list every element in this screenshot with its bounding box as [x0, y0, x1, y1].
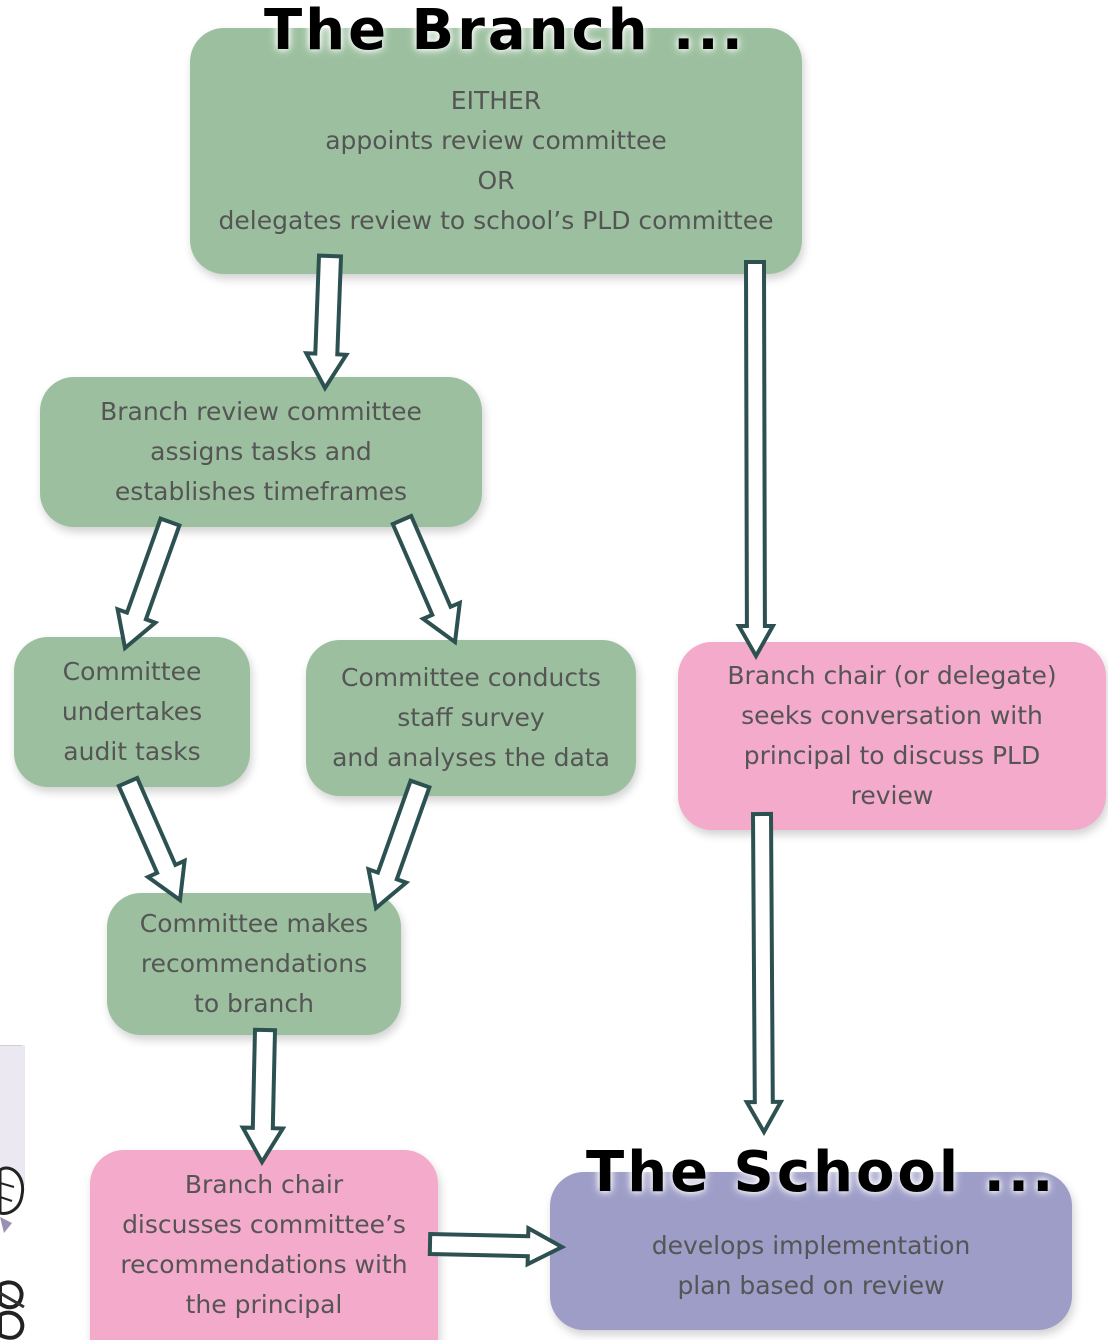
committee-line-2: assigns tasks and [150, 437, 372, 466]
audit-line-2: undertakes [61, 697, 203, 726]
arrow-branch-to-committee [302, 253, 350, 392]
chair-seeks-box: Branch chair (or delegate) seeks convers… [678, 642, 1106, 830]
chair-seeks-line-3: principal to discuss PLD [743, 741, 1041, 770]
branch-line-4: delegates review to school’s PLD committ… [218, 206, 774, 235]
chair-discuss-line-2: discusses committee’s [122, 1210, 406, 1239]
clipart-fragment [0, 1045, 25, 1340]
branch-heading: The Branch ... [264, 0, 746, 63]
branch-line-1: EITHER [450, 86, 542, 115]
school-plan-box: develops implementation plan based on re… [550, 1172, 1072, 1330]
school-heading: The School ... [586, 1140, 1057, 1205]
audit-line-1: Committee [62, 657, 202, 686]
branch-decision-box: EITHER appoints review committee OR dele… [190, 28, 802, 274]
chair-seeks-line-2: seeks conversation with [741, 701, 1043, 730]
committee-line-3: establishes timeframes [114, 477, 408, 506]
chair-discuss-line-1: Branch chair [184, 1170, 344, 1199]
recommend-line-1: Committee makes [139, 909, 369, 938]
branch-line-2: appoints review committee [325, 126, 667, 155]
arrow-survey-to-recommend [365, 778, 432, 912]
recommendations-box: Committee makes recommendations to branc… [107, 893, 401, 1035]
audit-tasks-box: Committee undertakes audit tasks [14, 637, 250, 787]
survey-line-3: and analyses the data [332, 743, 610, 772]
chair-discusses-box: Branch chair discusses committee’s recom… [90, 1150, 438, 1340]
committee-line-1: Branch review committee [100, 397, 422, 426]
recommend-line-3: to branch [194, 989, 314, 1018]
recommend-line-2: recommendations [140, 949, 368, 978]
audit-line-3: audit tasks [63, 737, 201, 766]
staff-survey-box: Committee conducts staff survey and anal… [306, 640, 636, 796]
arrow-committee-to-audit [114, 516, 182, 652]
arrow-chair-seeks-to-school [743, 811, 785, 1137]
school-line-2: plan based on review [677, 1271, 945, 1300]
arrow-chair-to-school [427, 1224, 567, 1268]
chair-seeks-line-1: Branch chair (or delegate) [727, 661, 1057, 690]
school-line-1: develops implementation [651, 1231, 971, 1260]
arrow-audit-to-recommend [116, 775, 187, 904]
review-committee-box: Branch review committee assigns tasks an… [40, 377, 482, 527]
chair-discuss-line-3: recommendations with [120, 1250, 408, 1279]
arrow-committee-to-survey [390, 513, 463, 646]
tools-clipart-icon [0, 1045, 25, 1340]
chair-seeks-line-4: review [850, 781, 934, 810]
arrow-recommend-to-chair [239, 1027, 287, 1166]
arrow-branch-to-chair-seeks [735, 260, 777, 661]
survey-line-1: Committee conducts [341, 663, 601, 692]
branch-line-3: OR [477, 166, 515, 195]
survey-line-2: staff survey [397, 703, 545, 732]
chair-discuss-line-4: the principal [185, 1290, 343, 1319]
